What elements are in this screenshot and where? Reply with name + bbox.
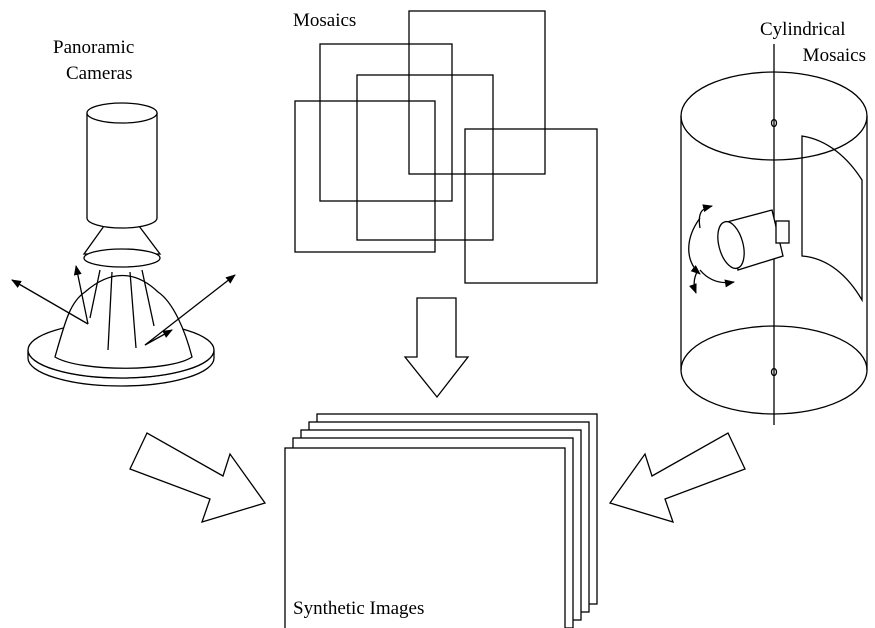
panoramic-camera-illustration [11,102,236,387]
panoramic-label-line1: Panoramic [53,37,134,58]
mosaic-frame [294,100,436,253]
mosaic-frame [408,10,546,175]
synthetic-images-stack [284,413,598,628]
mosaics-label: Mosaics [293,10,356,31]
mosaics-illustration [294,10,598,284]
mosaic-frame [356,74,494,241]
cylindrical-label-line1: Cylindrical [760,19,845,40]
down-arrow-icon [403,297,470,399]
mosaic-frame [319,43,453,202]
mosaic-frame [464,128,598,284]
synthetic-images-label: Synthetic Images [293,598,424,619]
cylindrical-label-line2: Mosaics [803,45,866,66]
right-down-arrow-icon [129,432,267,523]
image-sheet [284,447,566,628]
cylindrical-mosaic-illustration [680,44,868,425]
left-down-arrow-icon [608,432,746,523]
panoramic-label-line2: Cameras [66,63,132,84]
